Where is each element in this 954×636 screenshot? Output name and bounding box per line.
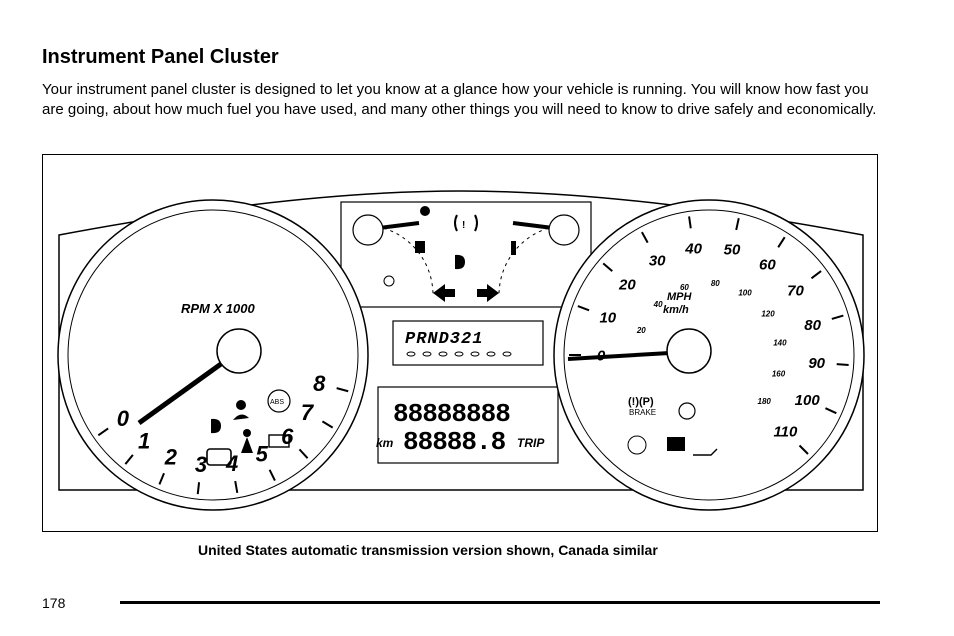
mph-tick-label: 20 [618,277,636,294]
tach-tick-label: 1 [138,429,150,454]
fuel-empty-mark [383,275,395,287]
fuel-pump-icon [415,241,425,253]
mph-tick-label: 60 [759,256,776,273]
tach-tick-label: 5 [256,441,269,466]
mph-tick-label-tick [836,363,849,366]
turn-signal-left-icon [433,284,455,302]
tach-tick-label-tick [298,448,309,459]
check-engine-icon [206,448,232,466]
oil-pressure-icon [693,448,718,456]
tach-tick-label: 6 [281,424,294,449]
cruise-icon [678,402,696,420]
battery-icon [268,434,290,448]
mph-tick-label-tick [602,262,613,272]
intro-paragraph: Your instrument panel cluster is designe… [42,81,877,118]
seatbelt-icon [241,429,253,453]
kmh-label: km/h [663,304,689,316]
mph-tick-label-tick [825,407,837,415]
kmh-tick-label: 140 [773,338,787,347]
mph-tick-label: 40 [684,240,702,257]
svg-text:ABS: ABS [270,399,284,406]
brake-label: BRAKE [629,408,656,417]
service-lamp-icon [627,435,647,455]
security-icon [667,437,685,451]
tach-tick-label-tick [97,427,109,437]
abs-icon: ABS [267,389,291,413]
tach-tick-label-tick [268,469,276,482]
mph-tick-label-tick [688,216,692,229]
fog-lamp-icon [211,418,221,434]
prnd-dots [406,351,512,357]
kmh-tick-label: 80 [711,279,720,288]
tach-tick-label: 3 [195,452,207,477]
trip-label: TRIP [517,436,545,450]
mph-tick-label: 50 [724,242,741,259]
mph-tick-label-tick [641,231,649,244]
kmh-tick-label: 180 [758,397,772,406]
prnd-panel [392,320,544,366]
mph-tick-label: 110 [773,424,798,441]
tach-hub [216,328,262,374]
brake-symbol: (!)(P) [628,396,654,408]
speed-hub [666,328,712,374]
kmh-tick-label: 120 [761,310,775,319]
coolant-temp-icon [511,241,516,255]
figure-caption: United States automatic transmission ver… [198,542,658,558]
tach-tick-label-tick [336,387,349,393]
headlamp-icon [455,254,465,270]
temp-gauge [498,214,580,296]
tach-tick-label-tick [158,472,165,485]
tach-tick-label: 8 [313,371,326,396]
tach-tick-label-tick [196,482,201,495]
mph-label: MPH [667,291,693,303]
kmh-tick-label: 20 [636,326,646,335]
footer-rule [120,601,880,604]
kmh-tick-label: 160 [772,369,786,378]
mph-tick-label: 80 [804,317,821,334]
kmh-tick-label: 60 [680,283,689,292]
tach-tick-label: 2 [164,444,178,469]
mph-tick-label-tick [577,305,590,312]
tach-tick-label: 0 [117,406,130,431]
mph-tick-label: 90 [808,355,825,372]
odometer-display: 88888888 [393,399,510,429]
aux-gauge-box [340,201,592,308]
trip-display: 88888.8 [403,427,506,457]
turn-signal-right-icon [477,284,499,302]
tach-tick-label-tick [234,480,239,494]
kmh-tick-label: 40 [653,300,663,309]
kmh-tick-label: 100 [738,288,752,297]
mph-tick-label-tick [798,444,809,455]
mph-tick-label-tick [735,217,740,231]
odometer-panel [377,386,559,464]
mph-tick-label-tick [831,314,844,320]
airbag-icon [233,400,249,420]
tire-pressure-icon: ! [454,214,478,232]
tach-label: RPM X 1000 [181,301,255,316]
tach-tick-label-tick [124,454,134,465]
mph-tick-label: 10 [599,310,616,327]
svg-text:!: ! [462,220,465,231]
tach-tick-label-tick [321,420,334,429]
fuel-gauge [352,206,434,296]
mph-tick-label-tick [810,270,822,280]
tach-tick-label: 7 [301,400,315,425]
prnd-indicator: PRND321 [405,330,483,349]
km-label: km [376,436,394,450]
page-number: 178 [42,595,66,611]
page-title: Instrument Panel Cluster [42,46,279,68]
mph-tick-label-tick [777,236,786,248]
mph-tick-label: 70 [787,283,804,300]
mph-tick-label: 100 [795,392,821,409]
fuel-full-mark [420,206,430,216]
mph-tick-label: 30 [649,253,666,270]
